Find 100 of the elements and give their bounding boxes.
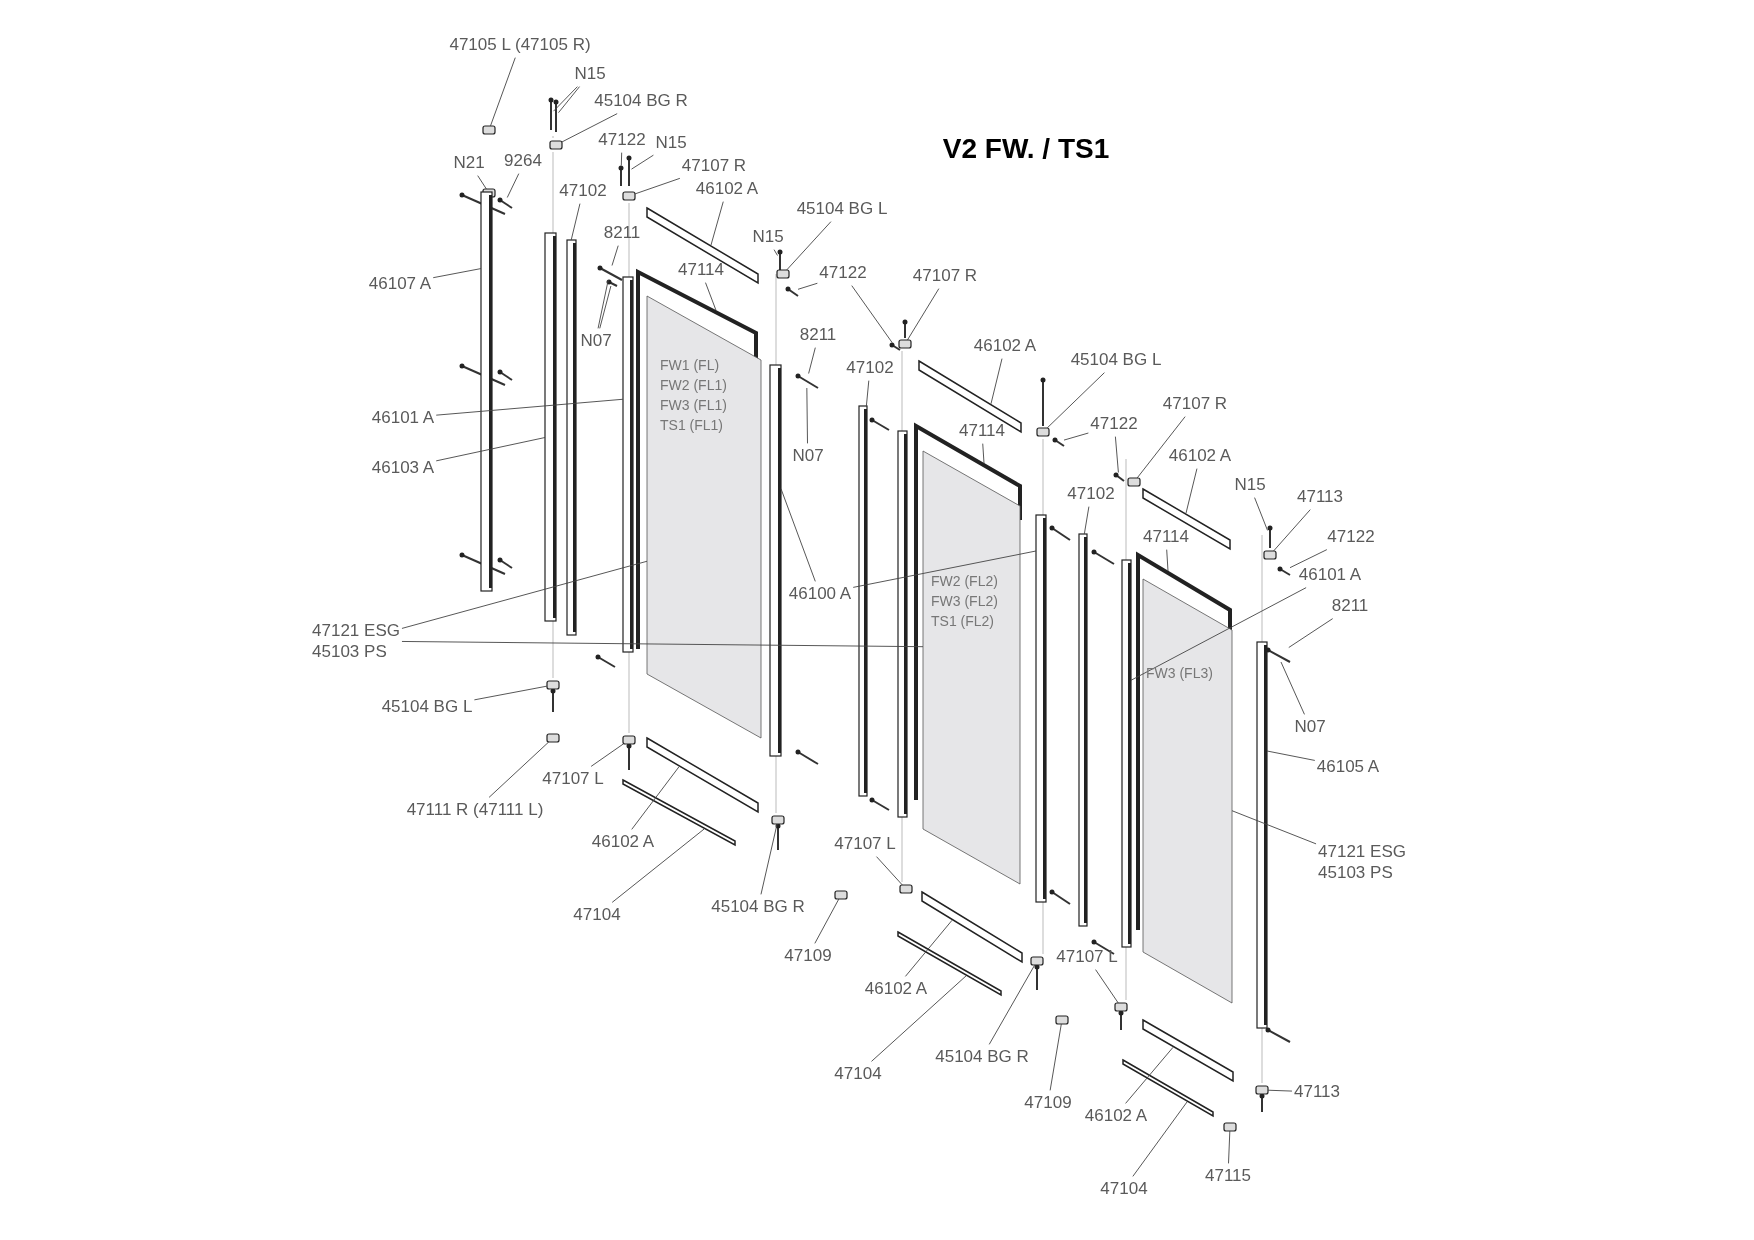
leader-line [1228, 1130, 1231, 1164]
part-number: 47121 ESG [312, 619, 400, 641]
leader-line [1273, 509, 1311, 552]
part-number: 47111 R (47111 L) [406, 799, 544, 821]
hinge-fitting [482, 125, 496, 135]
leader-line [982, 443, 985, 464]
part-number: 47114 [1143, 526, 1189, 548]
leader-line [401, 560, 648, 629]
hinge-fitting [549, 140, 563, 150]
part-number: 47107 R [681, 155, 747, 177]
leader-line [1231, 810, 1317, 845]
part-number: N15 [1234, 474, 1266, 496]
leader-line [506, 173, 520, 198]
leader-line [786, 221, 832, 271]
part-number: 45103 PS [1318, 862, 1393, 884]
hinge-fitting [776, 269, 790, 279]
part-number: N15 [655, 132, 687, 154]
part-number: 47114 [959, 420, 1005, 442]
leader-line [490, 57, 516, 127]
leader-line [553, 86, 578, 112]
hinge-fitting [1255, 1085, 1269, 1095]
screw [553, 99, 559, 133]
leader-line [631, 154, 654, 170]
leader-line [620, 152, 623, 166]
hinge-fitting [834, 890, 848, 900]
part-number: 47107 L [1056, 946, 1118, 968]
part-number: 47109 [1024, 1092, 1072, 1114]
frame-profile [1035, 514, 1047, 903]
leader-line [1130, 587, 1307, 681]
leader-line [851, 285, 893, 343]
part-number: 46101 A [371, 407, 435, 429]
leader-line [634, 177, 681, 195]
hinge-fitting [622, 191, 636, 201]
part-number: N07 [792, 445, 824, 467]
screw [1113, 472, 1125, 482]
part-number: 45104 BG L [1070, 349, 1162, 371]
hinge-fitting [1036, 427, 1050, 437]
leader-line [611, 828, 705, 903]
part-number: 46101 A [1298, 564, 1362, 586]
rail-profile [646, 736, 759, 814]
door-frame [1136, 551, 1232, 930]
part-number: 47122 [819, 262, 867, 284]
frame-profile [1078, 533, 1088, 927]
leader-line [1083, 506, 1090, 535]
screw [785, 286, 799, 297]
leader-line [1288, 618, 1334, 648]
screw [1052, 437, 1065, 447]
part-number: 47105 L (47105 R) [449, 34, 591, 56]
part-number: 47122 [598, 129, 646, 151]
rail-profile [921, 890, 1023, 964]
glass-label: FW3 (FL2) [931, 594, 998, 608]
leader-line [1132, 1101, 1188, 1177]
leader-line [1136, 416, 1186, 479]
leader-line [988, 964, 1036, 1045]
leader-line [871, 975, 967, 1062]
part-number: 47102 [1067, 483, 1115, 505]
part-number: 45104 BG R [594, 90, 688, 112]
leader-line [477, 175, 487, 190]
part-number: 47122 [1327, 526, 1375, 548]
leader-line [1063, 432, 1089, 441]
screw [626, 155, 632, 187]
part-number: 47104 [1100, 1178, 1148, 1200]
part-number: 8211 [603, 222, 641, 244]
leader-line [488, 741, 550, 798]
hinge-fitting [1030, 956, 1044, 966]
leader-line [1125, 1046, 1174, 1104]
part-number: 47107 L [834, 833, 896, 855]
rail-profile [918, 359, 1022, 434]
glass-label: TS1 (FL2) [931, 614, 994, 628]
screw [597, 265, 623, 281]
rail-profile [1142, 1018, 1234, 1083]
part-number: 47109 [784, 945, 832, 967]
leader-line [1267, 1089, 1293, 1092]
frame-profile [566, 239, 577, 636]
leader-line [710, 201, 724, 246]
frame-profile [480, 191, 493, 592]
frame-profile [858, 405, 868, 797]
part-number: 47107 R [912, 265, 978, 287]
hinge-fitting [771, 815, 785, 825]
hinge-fitting [546, 680, 560, 690]
part-number: 47102 [559, 180, 607, 202]
leader-line [401, 641, 924, 648]
leader-line [1114, 436, 1119, 473]
leader-line [435, 398, 624, 416]
part-number: 45104 BG R [935, 1046, 1029, 1068]
part-number: 46105 A [1316, 756, 1380, 778]
screw [497, 197, 513, 209]
part-number: 47115 [1205, 1165, 1251, 1187]
glass-label: FW3 (FL1) [660, 398, 727, 412]
leader-line [1266, 750, 1316, 761]
hinge-fitting [1055, 1015, 1069, 1025]
leader-line [561, 113, 618, 143]
part-number: N07 [580, 330, 612, 352]
glass-label: FW3 (FL3) [1146, 666, 1213, 680]
rail-profile [1142, 487, 1231, 551]
hinge-fitting [1263, 550, 1277, 560]
door-frame [914, 422, 1022, 800]
leader-line [1095, 969, 1119, 1004]
screw [795, 373, 819, 389]
leader-line [773, 249, 778, 256]
